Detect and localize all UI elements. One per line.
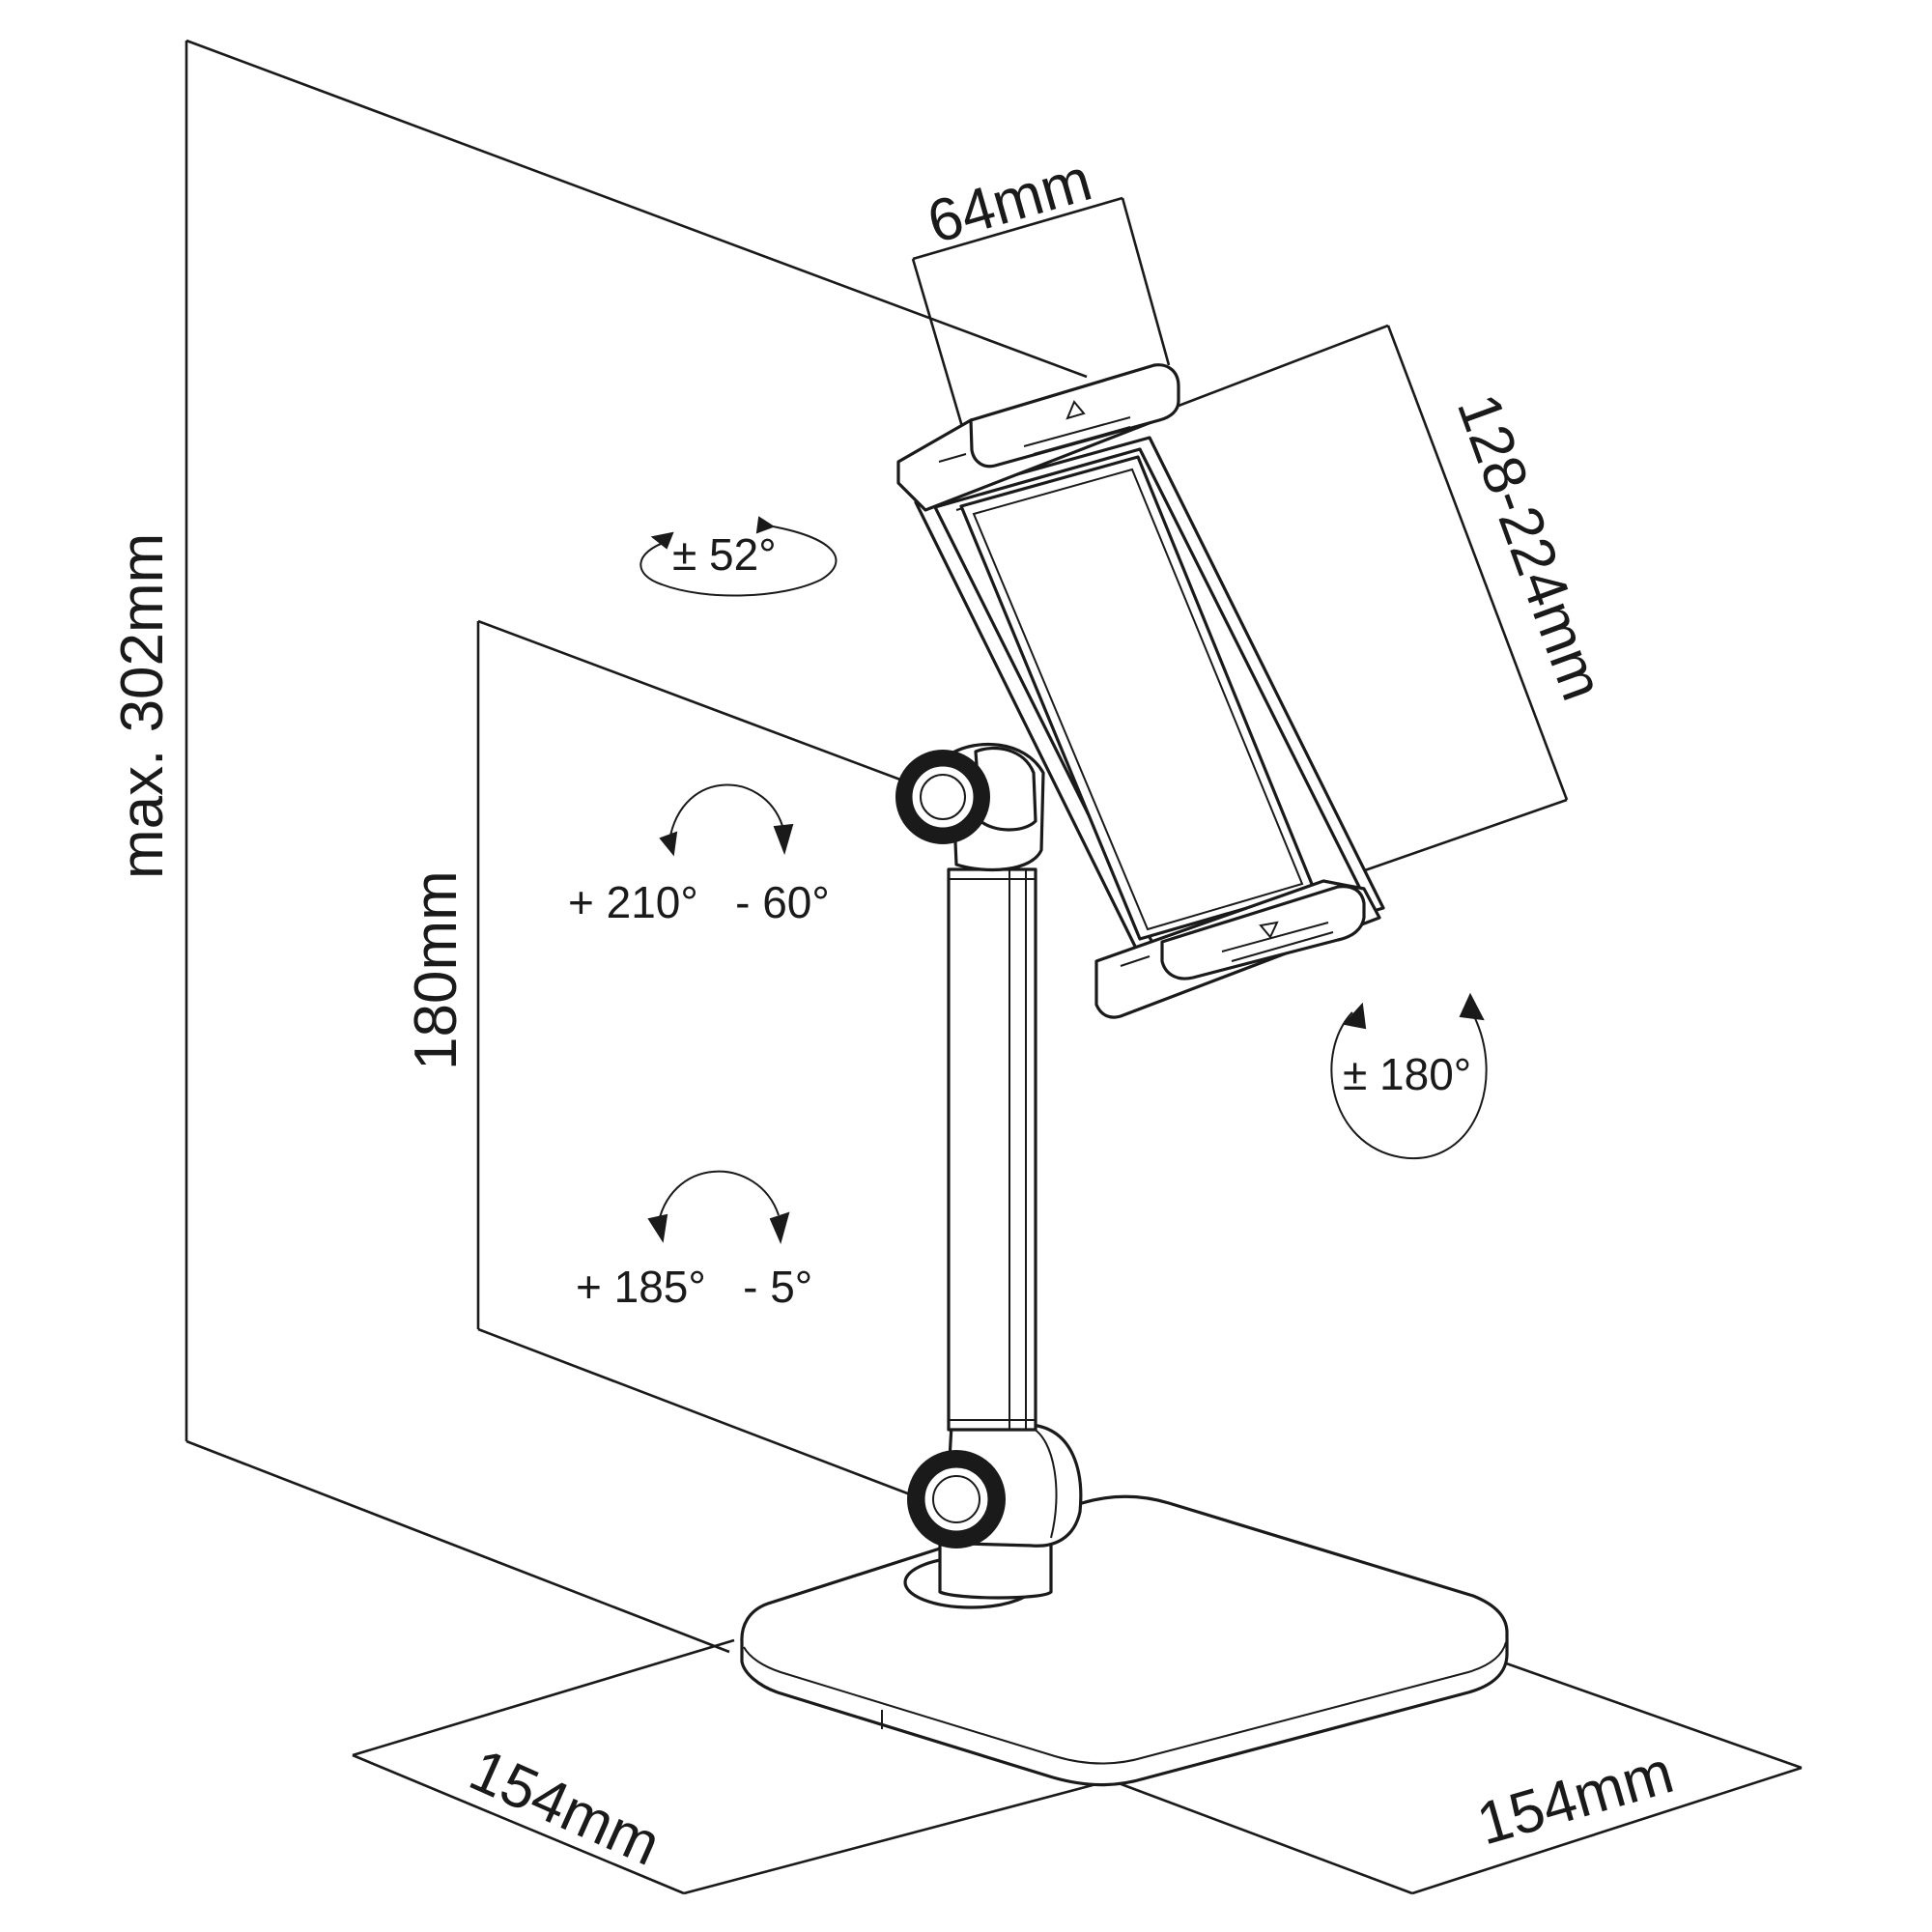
bottom-clamp: [1094, 879, 1381, 1019]
holder-rotation-label: ± 180°: [1343, 1049, 1471, 1099]
rotation-labels: ± 52° + 210° - 60° + 185° - 5° ± 180°: [568, 529, 1471, 1312]
tablet-holder: [896, 363, 1385, 1019]
max-height-label: max. 302mm: [109, 533, 176, 879]
base-plate: [740, 1494, 1509, 1787]
upper-joint: [895, 742, 1045, 872]
lower-joint: [903, 1423, 1083, 1609]
arm: [947, 867, 1037, 1432]
base-depth-label: 154mm: [460, 1737, 669, 1879]
arm-height-label: 180mm: [403, 870, 469, 1070]
dimension-lines: [185, 39, 1803, 1895]
top-clamp: [896, 363, 1180, 512]
clamp-range-label: 128-224mm: [1444, 385, 1616, 708]
lower-joint-rotation-label: + 185° - 5°: [576, 1262, 812, 1312]
up-arrow-icon: [1065, 400, 1086, 420]
upper-joint-rotation-arrow-icon: [659, 783, 794, 857]
lower-joint-rotation-arrow-icon: [647, 1170, 790, 1244]
top-swivel-label: ± 52°: [672, 529, 777, 580]
holder-rotation-arrow-icon: [1330, 992, 1488, 1160]
down-arrow-icon: [1259, 921, 1279, 939]
swivel-arrow-icon: [639, 516, 838, 597]
clamp-depth-label: 64mm: [921, 147, 1099, 257]
upper-joint-rotation-label: + 210° - 60°: [568, 877, 830, 927]
